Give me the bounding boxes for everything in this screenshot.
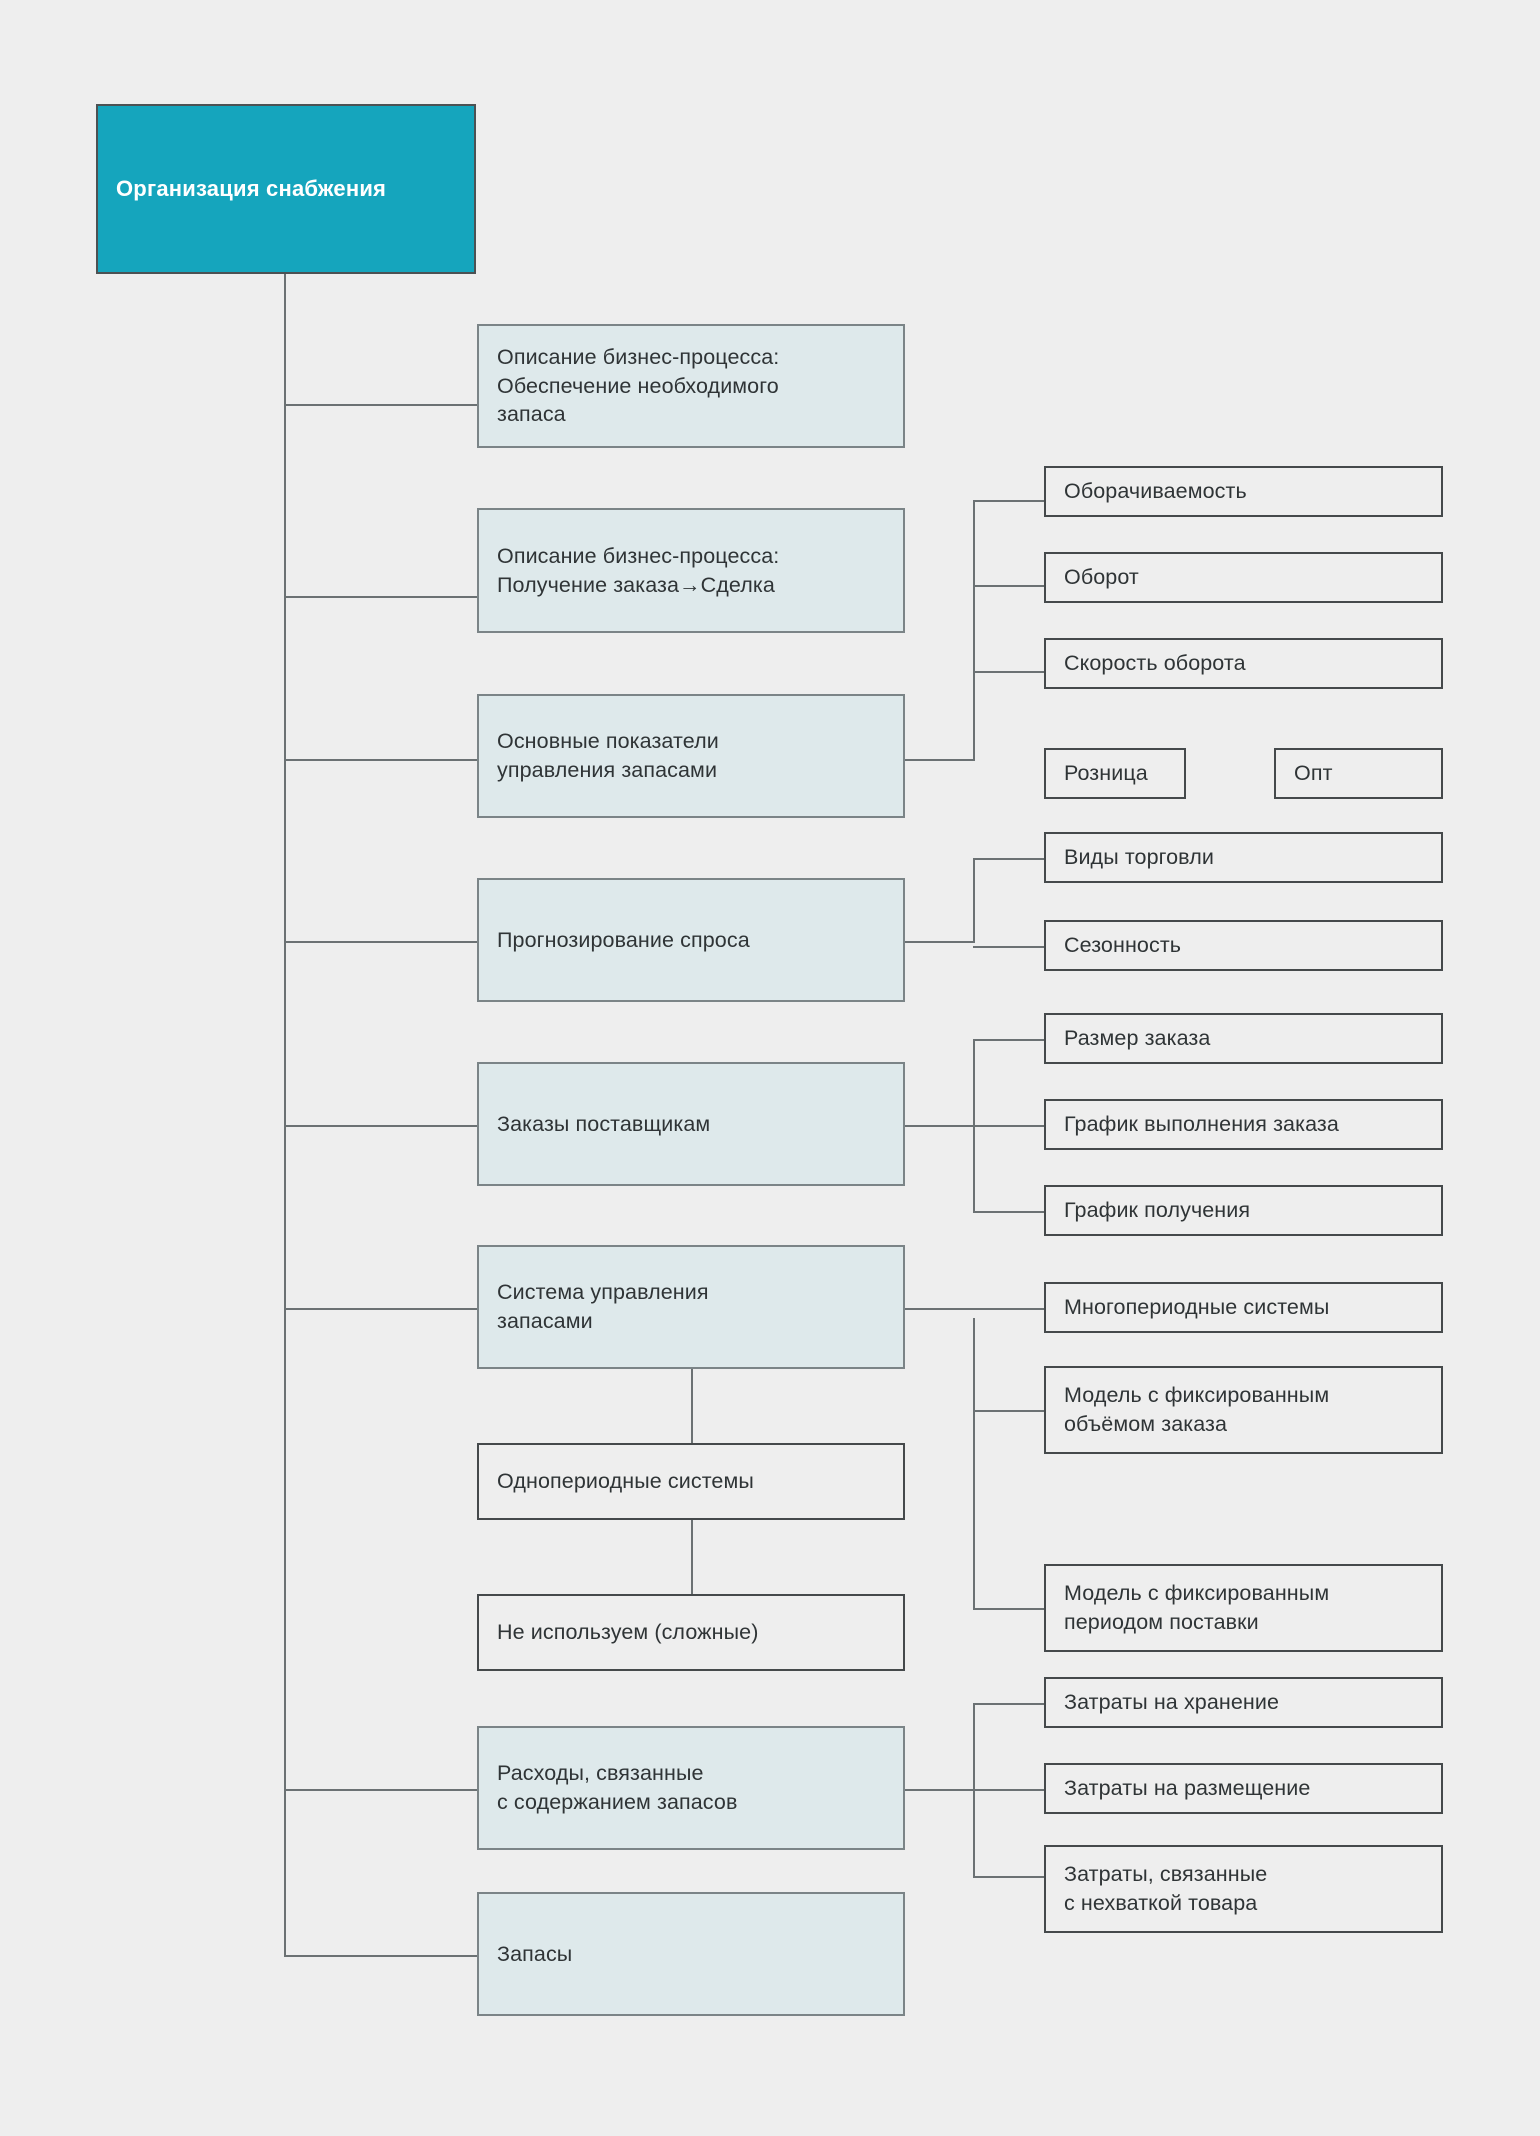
connector-to-razmer-zakaza [973, 1039, 1045, 1041]
node-model-fiksirovannyj-obyom-zakaza[interactable]: Модель с фиксированным объёмом заказа [1044, 1366, 1443, 1454]
node-zapasy[interactable]: Запасы [477, 1892, 905, 2016]
node-mnogoperiodnye-sistemy[interactable]: Многопериодные системы [1044, 1282, 1443, 1333]
node-label: Организация снабжения [116, 176, 387, 202]
node-label: Описание бизнес-процесса: Получение зака… [497, 543, 780, 597]
connector-trunk-to-l2-1 [284, 404, 478, 406]
connector-trunk-to-l2-5 [284, 1125, 478, 1127]
node-opisanie-bp-obespechenie[interactable]: Описание бизнес-процесса: Обеспечение не… [477, 324, 905, 448]
node-root-organizaciya-snabzheniya[interactable]: Организация снабжения [96, 104, 476, 274]
node-label: Запасы [497, 1941, 573, 1966]
node-skorost-oborota[interactable]: Скорость оборота [1044, 638, 1443, 689]
connector-l2-3-out [905, 759, 975, 761]
connector-to-grafik-polucheniya [973, 1211, 1045, 1213]
node-zatraty-na-hranenie[interactable]: Затраты на хранение [1044, 1677, 1443, 1728]
connector-to-model-fixed-volume [973, 1410, 1045, 1412]
node-prognozirovanie-sprosa[interactable]: Прогнозирование спроса [477, 878, 905, 1002]
node-label: Розница [1064, 761, 1148, 786]
node-label: Описание бизнес-процесса: Обеспечение не… [497, 345, 780, 427]
connector-l2-5-out [905, 1125, 975, 1127]
connector-to-skorost-oborota [973, 671, 1045, 673]
node-label: Виды торговли [1064, 845, 1214, 870]
node-rashody-soderzhanie-zapasov[interactable]: Расходы, связанные с содержанием запасов [477, 1726, 905, 1850]
connector-trunk-to-l2-4 [284, 941, 478, 943]
node-grafik-vypolneniya-zakaza[interactable]: График выполнения заказа [1044, 1099, 1443, 1150]
node-label: Затраты на хранение [1064, 1690, 1280, 1715]
node-ne-ispolzuem-slozhnye[interactable]: Не используем (сложные) [477, 1594, 905, 1671]
node-label: Расходы, связанные с содержанием запасов [497, 1761, 738, 1814]
node-label: График получения [1064, 1198, 1251, 1223]
connector-l3-turnover-spine [973, 500, 975, 760]
node-sistema-upravleniya-zapasami[interactable]: Система управления запасами [477, 1245, 905, 1369]
node-label: Оборот [1064, 565, 1139, 590]
connector-l2-4-out [905, 941, 975, 943]
node-label: Многопериодные системы [1064, 1295, 1330, 1320]
node-label: Система управления запасами [497, 1280, 709, 1333]
node-sezonnost[interactable]: Сезонность [1044, 920, 1443, 971]
node-label: Сезонность [1064, 933, 1182, 958]
node-zatraty-na-razmeshchenie[interactable]: Затраты на размещение [1044, 1763, 1443, 1814]
node-model-fiksirovannyj-period-postavki[interactable]: Модель с фиксированным периодом поставки [1044, 1564, 1443, 1652]
connector-to-oborachivaemost [973, 500, 1045, 502]
node-label: Опт [1294, 761, 1333, 786]
node-odnoperiodnye-sistemy[interactable]: Одно­периодные системы [477, 1443, 905, 1520]
node-label: Скорость оборота [1064, 651, 1246, 676]
node-label: Одно­периодные системы [497, 1469, 754, 1494]
connector-to-zatraty-hranenie [973, 1703, 1045, 1705]
connector-to-grafik-vypolneniya [973, 1125, 1045, 1127]
node-oborachivaemost[interactable]: Оборачиваемость [1044, 466, 1443, 517]
node-grafik-polucheniya[interactable]: График получения [1044, 1185, 1443, 1236]
connector-trunk-to-l2-2 [284, 596, 478, 598]
node-zakazy-postavshchikam[interactable]: Заказы поставщикам [477, 1062, 905, 1186]
node-label: Заказы поставщикам [497, 1111, 711, 1136]
connector-root-trunk [284, 274, 286, 1957]
node-label: Оборачиваемость [1064, 479, 1247, 504]
node-label: Прогнозирование спроса [497, 927, 750, 952]
connector-trunk-to-l2-6 [284, 1308, 478, 1310]
node-label: График выполнения заказа [1064, 1112, 1339, 1137]
node-label: Не используем (сложные) [497, 1620, 759, 1645]
connector-l2-6-out [905, 1308, 1045, 1310]
connector-to-zatraty-razmeschenie [973, 1789, 1045, 1791]
connector-trunk-to-l2-3 [284, 759, 478, 761]
node-opisanie-bp-poluchenie-zakaza[interactable]: Описание бизнес-процесса: Получение зака… [477, 508, 905, 633]
node-osnovnye-pokazateli[interactable]: Основные показатели управления запасами [477, 694, 905, 818]
node-label: Основные показатели управления запасами [497, 729, 719, 782]
node-label: Затраты, связанные с нехваткой товара [1064, 1862, 1268, 1915]
node-vidy-torgovli[interactable]: Виды торговли [1044, 832, 1443, 883]
connector-sys-to-single-period [691, 1368, 693, 1444]
node-label: Модель с фиксированным периодом поставки [1064, 1581, 1330, 1634]
connector-trunk-to-l2-10 [284, 1955, 478, 1957]
connector-root-stem [284, 274, 286, 404]
connector-single-period-to-unused [691, 1519, 693, 1595]
node-oborot[interactable]: Оборот [1044, 552, 1443, 603]
connector-l3-models-spine [973, 1318, 975, 1608]
connector-to-model-fixed-period [973, 1608, 1045, 1610]
connector-to-sezonnost [973, 946, 1045, 948]
node-opt[interactable]: Опт [1274, 748, 1443, 799]
connector-l2-9-out [905, 1789, 975, 1791]
node-zatraty-nehvatka-tovara[interactable]: Затраты, связанные с нехваткой товара [1044, 1845, 1443, 1933]
connector-to-zatraty-nehvatka [973, 1876, 1045, 1878]
node-label: Затраты на размещение [1064, 1776, 1311, 1801]
connector-l3-trade-spine [973, 858, 975, 943]
connector-to-vidy-torgovli [973, 858, 1045, 860]
connector-to-oborot [973, 585, 1045, 587]
node-label: Модель с фиксированным объёмом заказа [1064, 1383, 1330, 1436]
node-roznica[interactable]: Розница [1044, 748, 1186, 799]
node-label: Размер заказа [1064, 1026, 1211, 1051]
connector-trunk-to-l2-9 [284, 1789, 478, 1791]
node-razmer-zakaza[interactable]: Размер заказа [1044, 1013, 1443, 1064]
